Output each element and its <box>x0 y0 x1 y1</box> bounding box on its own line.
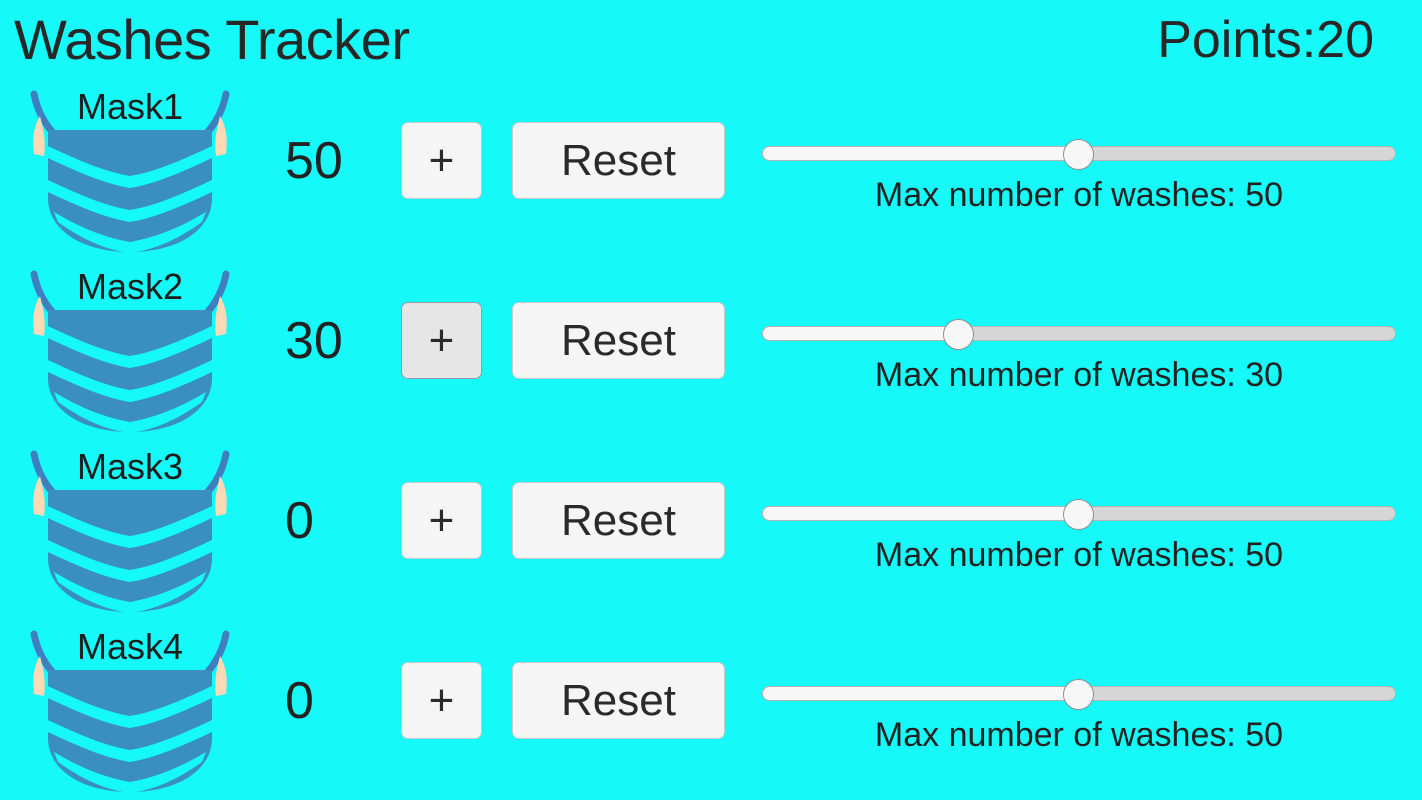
increment-button[interactable]: + <box>401 482 482 559</box>
face-mask-icon: Mask2 <box>10 260 250 436</box>
max-washes-slider[interactable] <box>762 499 1396 530</box>
wash-count-value: 30 <box>285 312 343 370</box>
slider-track-fill <box>762 686 1079 701</box>
increment-button[interactable]: + <box>401 122 482 199</box>
slider-track-fill <box>762 506 1079 521</box>
max-washes-slider-group: Max number of washes: 50 <box>762 438 1396 618</box>
reset-button[interactable]: Reset <box>512 122 725 199</box>
wash-count-value: 50 <box>285 132 343 190</box>
mask-row: Mask2 30 + Reset Max number of washes: 3… <box>0 258 1422 438</box>
max-washes-label: Max number of washes: 50 <box>874 176 1284 214</box>
wash-count-value: 0 <box>285 492 314 550</box>
app-header: Washes Tracker Points:20 <box>0 0 1422 78</box>
slider-thumb[interactable] <box>1063 499 1094 530</box>
max-washes-slider-group: Max number of washes: 50 <box>762 78 1396 258</box>
slider-track-fill <box>762 146 1079 161</box>
wash-count-value: 0 <box>285 672 314 730</box>
face-mask-icon: Mask3 <box>10 440 250 616</box>
mask-row: Mask3 0 + Reset Max number of washes: 50 <box>0 438 1422 618</box>
max-washes-label: Max number of washes: 50 <box>874 716 1284 754</box>
mask-row: Mask1 50 + Reset Max number of washes: 5… <box>0 78 1422 258</box>
max-washes-slider[interactable] <box>762 139 1396 170</box>
slider-thumb[interactable] <box>942 319 974 350</box>
max-washes-slider-group: Max number of washes: 50 <box>762 618 1396 798</box>
face-mask-glyph <box>30 630 230 793</box>
slider-track-fill <box>762 326 959 341</box>
points-counter: Points:20 <box>1157 11 1374 69</box>
max-washes-label: Max number of washes: 30 <box>874 356 1284 394</box>
face-mask-icon: Mask4 <box>10 620 250 796</box>
face-mask-glyph <box>30 270 230 433</box>
increment-button[interactable]: + <box>401 662 482 739</box>
slider-thumb[interactable] <box>1063 679 1094 710</box>
face-mask-icon: Mask1 <box>10 80 250 256</box>
max-washes-slider[interactable] <box>762 319 1396 350</box>
increment-button[interactable]: + <box>401 302 482 379</box>
slider-thumb[interactable] <box>1063 139 1094 170</box>
mask-row: Mask4 0 + Reset Max number of washes: 50 <box>0 618 1422 798</box>
reset-button[interactable]: Reset <box>512 662 725 739</box>
max-washes-slider-group: Max number of washes: 30 <box>762 258 1396 438</box>
face-mask-glyph <box>30 450 230 613</box>
face-mask-glyph <box>30 90 230 253</box>
page-title: Washes Tracker <box>14 8 410 71</box>
max-washes-slider[interactable] <box>762 679 1396 710</box>
reset-button[interactable]: Reset <box>512 302 725 379</box>
max-washes-label: Max number of washes: 50 <box>874 536 1284 574</box>
reset-button[interactable]: Reset <box>512 482 725 559</box>
